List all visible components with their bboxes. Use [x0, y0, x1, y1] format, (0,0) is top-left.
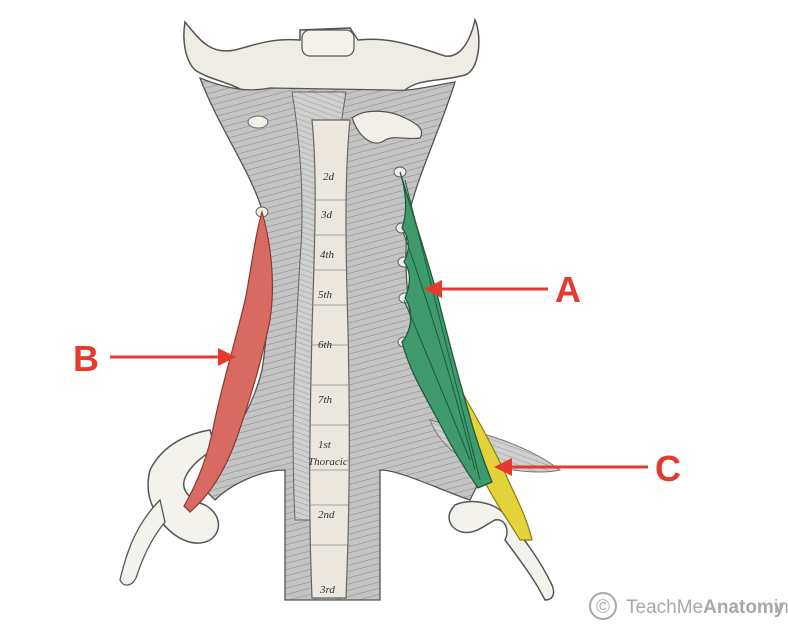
vertebra-label: 5th: [318, 289, 333, 301]
vertebra-label: 3rd: [319, 584, 335, 596]
watermark-brand-bold: Anatomy: [703, 597, 785, 618]
arrow-c-head: [494, 458, 512, 476]
watermark-brand: TeachMeAnatomy: [626, 597, 785, 618]
vertebra-label: 2nd: [318, 509, 335, 521]
left-clavicle: [147, 429, 220, 544]
left-rib: [119, 498, 166, 586]
muscle-a-tendons: [402, 179, 481, 481]
atlas-transverse-process: [351, 110, 423, 144]
callout-b: B: [73, 338, 236, 379]
vertebra-label: 1st: [318, 439, 332, 451]
vertebra-label: 4th: [320, 249, 335, 261]
watermark-suffix: info: [774, 597, 788, 618]
arrow-a-head: [424, 280, 442, 298]
label-b: B: [73, 338, 99, 379]
muscle-b: [183, 209, 274, 513]
right-clavicle: [448, 500, 555, 601]
vertebra-label: 6th: [318, 339, 333, 351]
arrow-b-head: [218, 348, 236, 366]
watermark-brand-light: TeachMe: [626, 597, 703, 618]
callout-c: C: [494, 448, 681, 489]
vertebral-column: [309, 119, 351, 599]
copyright-symbol: ©: [596, 597, 610, 618]
atlas-tubercle: [301, 29, 355, 57]
vertebra-label: 2d: [323, 171, 335, 183]
label-a: A: [555, 269, 581, 310]
label-c: C: [655, 448, 681, 489]
copyright-icon: [589, 592, 617, 620]
vertebra-label: 7th: [318, 394, 333, 406]
vertebra-labels: 2d 3d 4th 5th 6th 7th 1st Thoracic 2nd 3…: [308, 171, 348, 596]
vertebra-label: Thoracic: [308, 456, 348, 468]
vertebra-label: 3d: [320, 209, 333, 221]
callout-a: A: [424, 269, 581, 310]
vertebra-rings: [310, 199, 350, 546]
watermark: © TeachMeAnatomy info: [589, 592, 788, 620]
